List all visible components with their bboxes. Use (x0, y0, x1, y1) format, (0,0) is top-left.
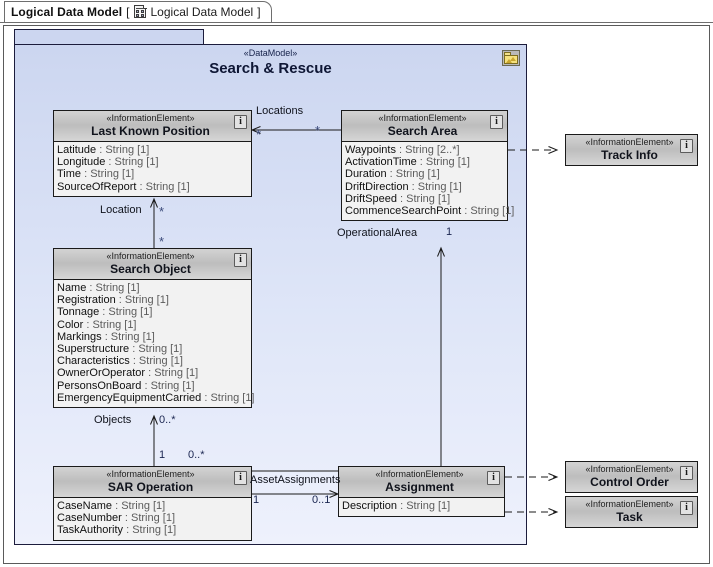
attribute-row: OwnerOrOperator : String [1] (57, 367, 199, 380)
info-icon[interactable]: i (487, 471, 500, 485)
attribute-row: Time : String [1] (57, 168, 135, 181)
attribute-row: TaskAuthority : String [1] (57, 524, 177, 537)
class-assignment[interactable]: «InformationElement» Assignment i Descri… (338, 466, 505, 518)
class-header: «InformationElement» Search Object i (54, 249, 251, 280)
attribute-row: CaseNumber : String [1] (57, 512, 176, 525)
tab-strip: Logical Data Model [ Logical Data Model … (0, 0, 713, 24)
class-header: «InformationElement» Search Area i (342, 111, 507, 142)
class-attributes: Description : String [1] (339, 498, 504, 517)
attribute-row: DriftSpeed : String [1] (345, 192, 451, 205)
class-stereotype: «InformationElement» (378, 113, 467, 123)
diagram-canvas[interactable]: «DataModel» Search & Rescue (3, 25, 710, 564)
tab-logical-data-model[interactable]: Logical Data Model [ Logical Data Model … (4, 1, 272, 22)
class-header: «InformationElement» Track Info i (566, 135, 697, 165)
class-stereotype: «InformationElement» (106, 251, 195, 261)
class-header: «InformationElement» Last Known Position… (54, 111, 251, 142)
info-icon[interactable]: i (680, 501, 693, 515)
class-name: Control Order (590, 475, 669, 489)
attribute-row: Markings : String [1] (57, 330, 155, 343)
info-icon[interactable]: i (680, 139, 693, 153)
mult-operational-area: 1 (446, 226, 453, 238)
label-operational-area: OperationalArea (337, 227, 418, 239)
class-name: Task (616, 510, 643, 524)
class-control-order[interactable]: «InformationElement» Control Order i (565, 461, 698, 493)
attribute-row: Characteristics : String [1] (57, 355, 183, 368)
tab-bracket-close: ] (257, 5, 261, 19)
attribute-row: PersonsOnBoard : String [1] (57, 379, 195, 392)
class-name: Search Area (387, 124, 458, 138)
tab-title: Logical Data Model (11, 5, 123, 19)
class-header: «InformationElement» Control Order i (566, 462, 697, 492)
attribute-row: Tonnage : String [1] (57, 306, 153, 319)
class-stereotype: «InformationElement» (585, 137, 674, 147)
class-name: SAR Operation (107, 480, 194, 494)
class-attributes: CaseName : String [1] CaseNumber : Strin… (54, 498, 251, 540)
class-stereotype: «InformationElement» (585, 464, 674, 474)
class-header: «InformationElement» Assignment i (339, 467, 504, 498)
class-stereotype: «InformationElement» (106, 469, 195, 479)
label-asset-assignments: AssetAssignments (250, 474, 341, 486)
mult-location-target: * (159, 204, 165, 219)
mult-search-area-link: 0..* (188, 449, 205, 461)
mult-location-source: * (159, 234, 165, 249)
attribute-row: CaseName : String [1] (57, 500, 166, 512)
info-icon[interactable]: i (680, 466, 693, 480)
tab-bracket-open: [ (126, 5, 130, 19)
mult-objects-source: 1 (159, 449, 166, 461)
class-task[interactable]: «InformationElement» Task i (565, 496, 698, 528)
class-stereotype: «InformationElement» (106, 113, 195, 123)
class-stereotype: «InformationElement» (585, 499, 674, 509)
attribute-row: Longitude : String [1] (57, 156, 159, 169)
package-tab (14, 29, 204, 45)
class-track-info[interactable]: «InformationElement» Track Info i (565, 134, 698, 166)
attribute-row: CommenceSearchPoint : String [1] (345, 205, 515, 218)
class-attributes: Name : String [1] Registration : String … (54, 280, 255, 408)
mult-locations-source: * (315, 123, 321, 138)
mult-locations-target: * (256, 127, 262, 142)
class-sar-operation[interactable]: «InformationElement» SAR Operation i Cas… (53, 466, 252, 541)
package-stereotype: «DataModel» (243, 48, 298, 58)
label-objects: Objects (94, 414, 132, 426)
class-name: Search Object (110, 262, 191, 276)
attribute-row: EmergencyEquipmentCarried : String [1] (57, 391, 255, 404)
class-search-object[interactable]: «InformationElement» Search Object i Nam… (53, 248, 255, 409)
attribute-row: ActivationTime : String [1] (345, 156, 470, 169)
mult-asset-assignments-target: 0..1 (312, 494, 331, 506)
package-title: Search & Rescue (209, 60, 332, 77)
class-name: Last Known Position (91, 124, 210, 138)
class-header: «InformationElement» Task i (566, 497, 697, 527)
attribute-row: SourceOfReport : String [1] (57, 180, 190, 193)
info-icon[interactable]: i (234, 115, 247, 129)
info-icon[interactable]: i (234, 253, 247, 267)
attribute-row: Color : String [1] (57, 318, 137, 331)
attribute-row: Name : String [1] (57, 282, 140, 294)
class-stereotype: «InformationElement» (375, 469, 464, 479)
attribute-row: Superstructure : String [1] (57, 343, 183, 356)
diagram-icon (133, 5, 147, 19)
class-header: «InformationElement» SAR Operation i (54, 467, 251, 498)
info-icon[interactable]: i (490, 115, 503, 129)
attribute-row: Duration : String [1] (345, 168, 440, 181)
class-search-area[interactable]: «InformationElement» Search Area i Waypo… (341, 110, 515, 222)
attribute-row: DriftDirection : String [1] (345, 180, 462, 193)
attribute-row: Registration : String [1] (57, 294, 169, 307)
attribute-row: Description : String [1] (342, 500, 451, 512)
mult-objects-target: 0..* (159, 414, 176, 426)
info-icon[interactable]: i (234, 471, 247, 485)
tab-underline (0, 22, 713, 25)
package-folder-icon (502, 50, 520, 66)
class-name: Assignment (385, 480, 454, 494)
mult-asset-assignments-source: 1 (253, 494, 260, 506)
class-attributes: Waypoints : String [2..*] ActivationTime… (342, 142, 515, 221)
label-locations: Locations (256, 105, 304, 117)
attribute-row: Latitude : String [1] (57, 144, 150, 156)
class-last-known-position[interactable]: «InformationElement» Last Known Position… (53, 110, 252, 197)
attribute-row: Waypoints : String [2..*] (345, 144, 460, 156)
tab-subtitle: Logical Data Model (150, 5, 254, 19)
class-name: Track Info (601, 148, 658, 162)
class-attributes: Latitude : String [1] Longitude : String… (54, 142, 251, 196)
label-location: Location (100, 204, 142, 216)
